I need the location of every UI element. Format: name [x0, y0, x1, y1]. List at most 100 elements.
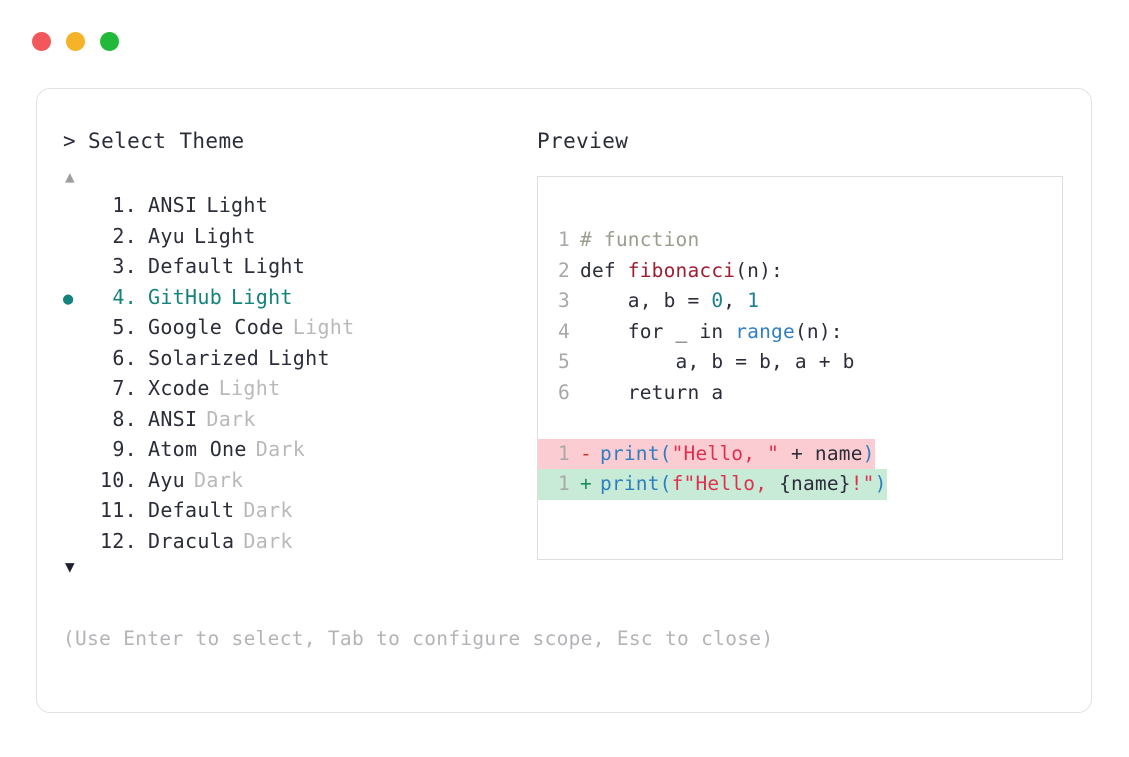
theme-list-item[interactable]: 8. ANSI Dark — [63, 407, 533, 438]
theme-item-name: ANSI — [148, 193, 198, 217]
theme-item-variant: Light — [231, 284, 293, 309]
code-line: 1 # function — [538, 225, 1062, 256]
code-line: 2 def fibonacci(n): — [538, 256, 1062, 287]
code-token: for _ in — [580, 319, 736, 343]
theme-item-name: Atom One — [148, 437, 247, 461]
code-token: def — [580, 258, 628, 282]
line-number: 2 — [558, 258, 570, 282]
line-number: 1 — [558, 472, 570, 495]
code-token: print — [599, 441, 660, 465]
theme-list-item[interactable]: 10. Ayu Dark — [63, 468, 533, 499]
theme-item-variant: Light — [292, 315, 355, 339]
code-token: !" — [850, 472, 875, 495]
theme-item-variant: Dark — [194, 467, 244, 492]
theme-item-index: 3. — [112, 254, 137, 278]
theme-item-name: Default — [148, 498, 235, 522]
diff-marker: + — [580, 472, 592, 495]
code-token: (n): — [735, 258, 783, 282]
theme-item-name: ANSI — [148, 406, 198, 431]
minimize-window-button[interactable] — [66, 32, 85, 51]
theme-item-index: 5. — [112, 315, 137, 339]
theme-item-variant: Light — [218, 376, 281, 400]
theme-item-index: 1. — [112, 193, 137, 217]
theme-item-variant: Dark — [243, 498, 293, 522]
code-token: range — [735, 319, 795, 343]
theme-item-variant: Dark — [243, 528, 293, 553]
theme-item-name: Ayu — [148, 467, 186, 492]
maximize-window-button[interactable] — [100, 32, 119, 51]
theme-item-variant: Dark — [255, 437, 306, 461]
theme-item-index: 7. — [112, 376, 137, 400]
line-number: 6 — [558, 380, 570, 404]
code-token: {name} — [779, 472, 851, 495]
prompt-caret-icon: > — [63, 129, 77, 153]
code-token: 1 — [747, 289, 760, 312]
code-token: (n): — [794, 319, 843, 343]
page-title: Select Theme — [88, 129, 245, 153]
code-source: for _ in range(n): — [580, 317, 843, 348]
theme-item-index: 10. — [99, 467, 137, 492]
theme-item-index: 2. — [112, 223, 137, 248]
theme-list-item[interactable]: 1. ANSI Light — [63, 193, 533, 224]
diff-line-del: 1-print("Hello, " + name) — [538, 438, 875, 470]
code-source: # function — [580, 225, 699, 256]
code-token: "Hello, " — [671, 441, 780, 465]
theme-item-index: 4. — [112, 284, 137, 309]
code-token: a, b = b, a + b — [580, 350, 855, 373]
theme-list-item[interactable]: 11. Default Dark — [63, 498, 533, 529]
theme-item-index: 11. — [99, 498, 137, 522]
line-number: 4 — [558, 319, 570, 343]
code-token: ) — [874, 472, 887, 495]
scroll-up-icon[interactable]: ▲ — [65, 167, 75, 186]
code-source: a, b = 0, 1 — [580, 286, 759, 317]
theme-item-variant: Light — [194, 223, 256, 248]
keyboard-hint-text: (Use Enter to select, Tab to configure s… — [63, 627, 774, 650]
code-source: print(f"Hello, {name}!") — [600, 469, 887, 500]
theme-list-item[interactable]: 5. Google Code Light — [63, 315, 533, 346]
code-token: f"Hello, — [671, 472, 780, 495]
scroll-down-icon[interactable]: ▼ — [65, 557, 75, 576]
line-number: 1 — [558, 228, 570, 251]
code-token: ) — [862, 441, 875, 465]
code-token: ( — [659, 441, 672, 465]
preview-title: Preview — [537, 129, 629, 153]
theme-item-index: 8. — [112, 406, 137, 431]
theme-item-index: 6. — [112, 345, 137, 370]
code-token: return a — [580, 380, 724, 404]
theme-item-name: Google Code — [148, 315, 284, 339]
diff-marker: - — [580, 441, 592, 465]
diff-line-add: 1 + print(f"Hello, {name}!") — [538, 469, 887, 500]
code-token: print — [599, 472, 660, 495]
line-number: 1 — [558, 441, 570, 465]
window-traffic-lights — [32, 32, 119, 51]
code-token: ( — [659, 472, 672, 495]
code-token: , — [723, 289, 748, 312]
theme-item-variant: Light — [206, 193, 269, 217]
code-token: # function — [580, 228, 700, 251]
theme-item-name: Solarized — [148, 345, 260, 370]
prompt-header: > Select Theme — [63, 131, 533, 152]
theme-list-item[interactable]: 7. Xcode Light — [63, 376, 533, 407]
close-window-button[interactable] — [32, 32, 51, 51]
theme-item-name: Ayu — [148, 223, 186, 248]
code-token: a, b = — [580, 289, 712, 312]
code-line: 3 a, b = 0, 1 — [538, 286, 1062, 317]
theme-item-name: Xcode — [148, 376, 210, 400]
theme-item-variant: Dark — [206, 406, 256, 431]
code-source: a, b = b, a + b — [580, 347, 855, 378]
theme-item-variant: Light — [243, 254, 306, 278]
code-token: fibonacci — [627, 258, 736, 282]
theme-list-item[interactable]: 2. Ayu Light — [63, 224, 533, 255]
code-source: print("Hello, " + name) — [600, 439, 875, 470]
code-line: 6 return a — [538, 378, 1062, 409]
